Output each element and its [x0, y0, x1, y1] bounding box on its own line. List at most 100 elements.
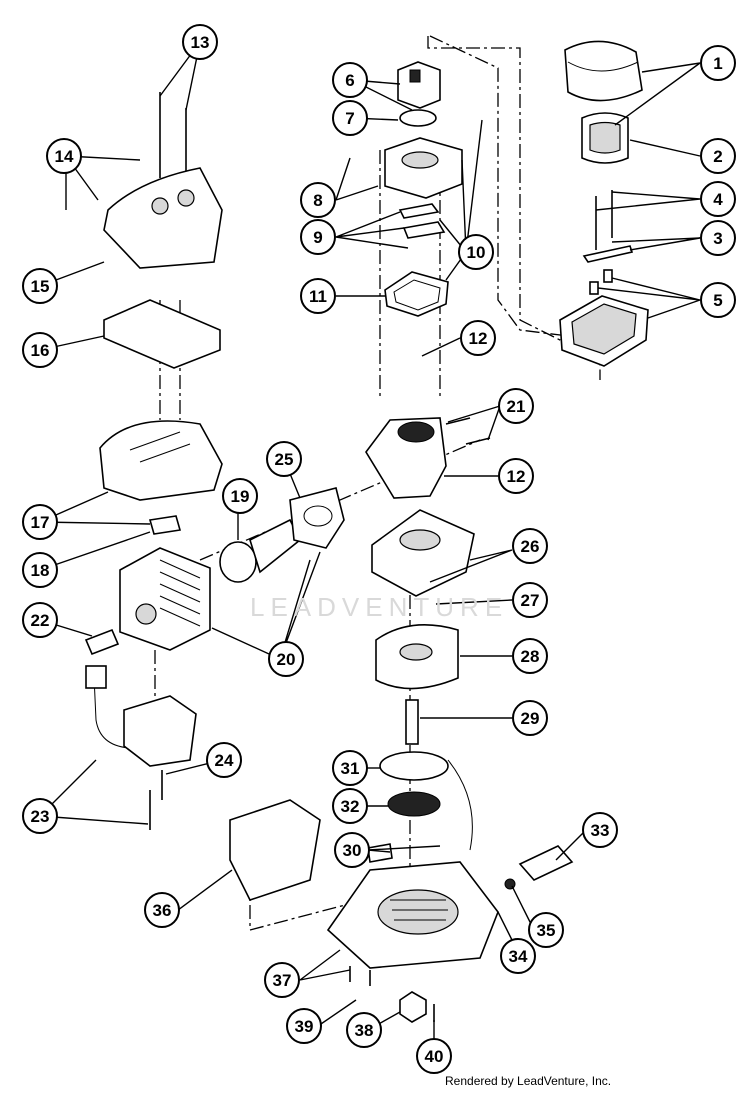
intake-gasket: [289, 487, 345, 549]
callout-label: 22: [31, 611, 50, 630]
callout-3: 3: [700, 220, 736, 256]
callout-34: 34: [500, 938, 536, 974]
callout-label: 1: [713, 54, 722, 73]
callout-label: 3: [713, 229, 722, 248]
callout-label: 39: [295, 1017, 314, 1036]
callout-25: 25: [266, 441, 302, 477]
callout-35: 35: [528, 912, 564, 948]
callout-27: 27: [512, 582, 548, 618]
carburetor: [397, 61, 441, 127]
callout-label: 18: [31, 561, 50, 580]
callout-bubbles: 1234567891011121213141516171819202122232…: [22, 24, 736, 1074]
callout-13: 13: [182, 24, 218, 60]
cover-plate: [229, 799, 321, 901]
callout-31: 31: [332, 750, 368, 786]
mount-plate: [371, 509, 475, 597]
cover-gasket: [148, 515, 182, 535]
credit-text: Rendered by LeadVenture, Inc.: [445, 1074, 612, 1088]
callout-label: 13: [191, 33, 210, 52]
callout-label: 9: [313, 228, 322, 247]
callout-22: 22: [22, 602, 58, 638]
callout-6: 6: [332, 62, 368, 98]
callout-10: 10: [458, 234, 494, 270]
callout-label: 37: [273, 971, 292, 990]
callout-label: 6: [345, 71, 354, 90]
callout-label: 12: [507, 467, 526, 486]
callout-label: 10: [467, 243, 486, 262]
callout-label: 34: [509, 947, 528, 966]
callout-label: 40: [425, 1047, 444, 1066]
cylinder-shroud: [103, 92, 223, 269]
callout-12: 12: [498, 458, 534, 494]
callout-label: 38: [355, 1021, 374, 1040]
callout-9: 9: [300, 219, 336, 255]
callout-7: 7: [332, 100, 368, 136]
callout-32: 32: [332, 788, 368, 824]
callout-37: 37: [264, 962, 300, 998]
flywheel: [375, 624, 459, 690]
callout-label: 15: [31, 277, 50, 296]
watermark: LEADVENTURE: [250, 592, 509, 622]
callout-label: 25: [275, 450, 294, 469]
callout-label: 36: [153, 901, 172, 920]
callout-4: 4: [700, 181, 736, 217]
ignition-coil: [85, 665, 197, 830]
callout-20: 20: [268, 641, 304, 677]
callout-1: 1: [700, 45, 736, 81]
spark-plug: [84, 628, 120, 656]
assembly-lines: [154, 35, 601, 931]
callout-15: 15: [22, 268, 58, 304]
callout-label: 33: [591, 821, 610, 840]
callout-label: 17: [31, 513, 50, 532]
callout-label: 16: [31, 341, 50, 360]
leader-lines: [39, 41, 701, 1048]
callout-29: 29: [512, 700, 548, 736]
callout-label: 28: [521, 647, 540, 666]
callout-40: 40: [416, 1038, 452, 1074]
callout-label: 21: [507, 397, 526, 416]
callout-label: 23: [31, 807, 50, 826]
callout-label: 35: [537, 921, 556, 940]
callout-label: 27: [521, 591, 540, 610]
callout-39: 39: [286, 1008, 322, 1044]
callout-label: 12: [469, 329, 488, 348]
callout-label: 32: [341, 797, 360, 816]
callout-label: 5: [713, 291, 722, 310]
callout-24: 24: [206, 742, 242, 778]
crankcase: [365, 417, 491, 499]
callout-label: 24: [215, 751, 234, 770]
starter-pulley: [379, 751, 473, 851]
callout-5: 5: [700, 282, 736, 318]
filter-element: [581, 112, 629, 164]
drive-shaft: [405, 699, 419, 745]
filter-base: [559, 269, 649, 367]
callout-19: 19: [222, 478, 258, 514]
callout-label: 26: [521, 537, 540, 556]
carburetor-body: [384, 137, 463, 239]
cylinder-cover: [99, 420, 223, 501]
callout-label: 20: [277, 650, 296, 669]
air-filter-cover: [564, 40, 643, 102]
callout-label: 30: [343, 841, 362, 860]
callout-11: 11: [300, 278, 336, 314]
callout-label: 2: [713, 147, 722, 166]
callout-label: 7: [345, 109, 354, 128]
callout-16: 16: [22, 332, 58, 368]
callout-label: 14: [55, 147, 74, 166]
callout-28: 28: [512, 638, 548, 674]
piston: [219, 518, 302, 583]
callout-36: 36: [144, 892, 180, 928]
callout-17: 17: [22, 504, 58, 540]
callout-label: 31: [341, 759, 360, 778]
callout-23: 23: [22, 798, 58, 834]
callout-21: 21: [498, 388, 534, 424]
callout-33: 33: [582, 812, 618, 848]
callout-8: 8: [300, 182, 336, 218]
callout-30: 30: [334, 832, 370, 868]
callout-14: 14: [46, 138, 82, 174]
callout-label: 8: [313, 191, 322, 210]
cylinder: [119, 547, 211, 651]
mount-bracket: [103, 299, 221, 369]
callout-26: 26: [512, 528, 548, 564]
